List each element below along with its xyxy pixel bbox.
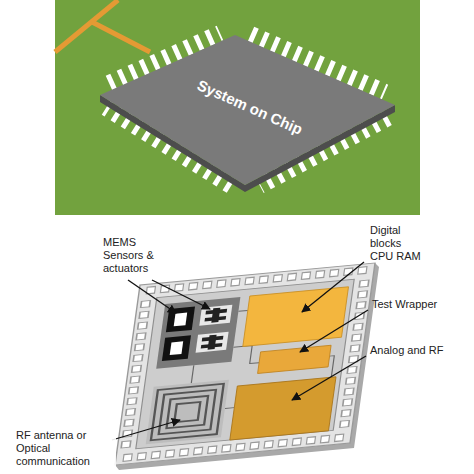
chip-node: System on Chip — [95, 28, 405, 198]
part-label: Digital blocks CPU RAM — [370, 224, 422, 263]
pcb-board — [55, 0, 420, 215]
part-label: RF antenna or Optical communication — [14, 428, 116, 469]
mems-actuator — [199, 305, 232, 326]
antenna-coil — [146, 380, 229, 445]
pcb-trace — [55, 0, 118, 52]
test-wrapper-block — [258, 345, 332, 373]
mems-actuator — [196, 332, 229, 353]
mems-sensor — [162, 335, 191, 361]
package — [115, 263, 375, 465]
pcb-trace — [92, 22, 150, 52]
package-side — [115, 263, 379, 470]
digital-block — [243, 287, 349, 347]
analog-rf-block — [230, 377, 336, 440]
leader-arrows — [112, 262, 368, 440]
part-label: Test Wrapper — [372, 298, 437, 311]
part-label: MEMS Sensors & actuators — [103, 236, 175, 275]
part-label: Analog and RF — [370, 344, 443, 357]
pads — [123, 270, 367, 458]
mems-sensor — [166, 307, 195, 333]
